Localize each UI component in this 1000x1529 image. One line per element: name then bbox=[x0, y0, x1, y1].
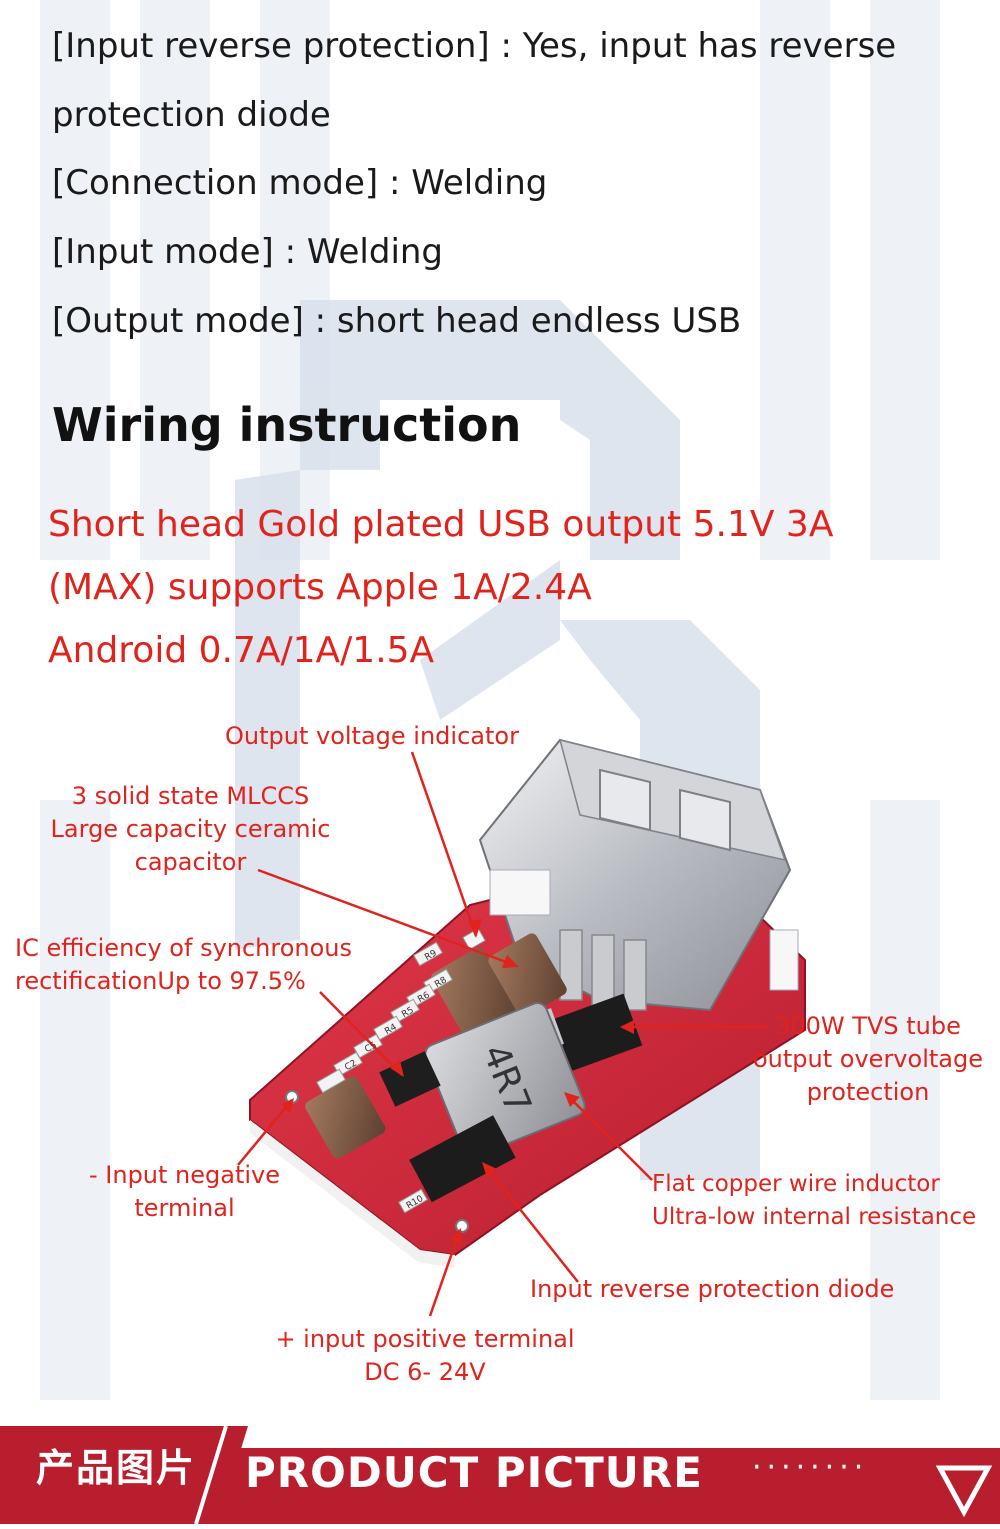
label-mlcc-line-2: Large capacity ceramic bbox=[50, 815, 331, 843]
label-ic-line-2: rectificationUp to 97.5% bbox=[15, 967, 306, 995]
label-protection-diode: Input reverse protection diode bbox=[530, 1275, 895, 1303]
footer-title-cn: 产品图片 bbox=[36, 1446, 197, 1490]
label-inductor: Flat copper wire inductor Ultra-low inte… bbox=[652, 1168, 976, 1234]
label-pos-line-1: + input positive terminal bbox=[275, 1325, 575, 1353]
positive-pad bbox=[455, 1219, 469, 1233]
footer-title-en: PRODUCT PICTURE bbox=[245, 1448, 703, 1497]
spec-line-5: [Output mode] : short head endless USB bbox=[52, 301, 742, 341]
label-inductor-line-2: Ultra-low internal resistance bbox=[652, 1204, 977, 1230]
footer-dots: ········ bbox=[752, 1450, 869, 1485]
label-positive-terminal: + input positive terminal DC 6- 24V bbox=[255, 1323, 595, 1389]
output-led bbox=[462, 927, 486, 951]
tvs-tube bbox=[552, 993, 643, 1071]
highlight-line-2: (MAX) supports Apple 1A/2.4A bbox=[48, 567, 592, 608]
label-tvs-line-1: 300W TVS tube bbox=[775, 1012, 961, 1040]
protection-diode bbox=[409, 1115, 516, 1203]
spec-line-4: [Input mode] : Welding bbox=[52, 232, 444, 272]
label-mlcc-line-1: 3 solid state MLCCS bbox=[71, 782, 310, 810]
label-tvs-line-2: output overvoltage bbox=[753, 1045, 983, 1073]
spec-line-2: protection diode bbox=[52, 95, 331, 135]
label-tvs: 300W TVS tube output overvoltage protect… bbox=[748, 1010, 988, 1109]
sync-rectifier-ic bbox=[379, 1051, 441, 1107]
ceramic-capacitor-3 bbox=[305, 1076, 386, 1159]
label-neg-line-1: - Input negative bbox=[88, 1161, 281, 1189]
label-mlcc-line-3: capacitor bbox=[134, 848, 247, 876]
section-title: Wiring instruction bbox=[52, 398, 522, 452]
highlight-line-3: Android 0.7A/1A/1.5A bbox=[48, 630, 435, 671]
flat-copper-inductor bbox=[424, 1002, 586, 1158]
ceramic-capacitor-2 bbox=[488, 933, 567, 1018]
highlight-line-1: Short head Gold plated USB output 5.1V 3… bbox=[48, 504, 834, 545]
label-mlcc: 3 solid state MLCCS Large capacity ceram… bbox=[38, 780, 343, 879]
footer-banner bbox=[0, 1420, 1000, 1529]
label-pos-line-2: DC 6- 24V bbox=[364, 1358, 486, 1386]
spec-line-3: [Connection mode] : Welding bbox=[52, 163, 548, 203]
label-inductor-line-1: Flat copper wire inductor bbox=[652, 1171, 940, 1197]
label-neg-line-2: terminal bbox=[134, 1194, 235, 1222]
label-ic-line-1: IC efficiency of synchronous bbox=[15, 934, 353, 962]
label-ic: IC efficiency of synchronous rectificati… bbox=[15, 932, 352, 998]
label-negative-terminal: - Input negative terminal bbox=[72, 1159, 297, 1225]
spec-line-1: [Input reverse protection] : Yes, input … bbox=[52, 26, 897, 66]
label-tvs-line-3: protection bbox=[806, 1078, 930, 1106]
label-output-indicator: Output voltage indicator bbox=[225, 722, 519, 750]
footer-triangle-icon bbox=[935, 1465, 993, 1518]
leader-lines bbox=[237, 751, 768, 1317]
